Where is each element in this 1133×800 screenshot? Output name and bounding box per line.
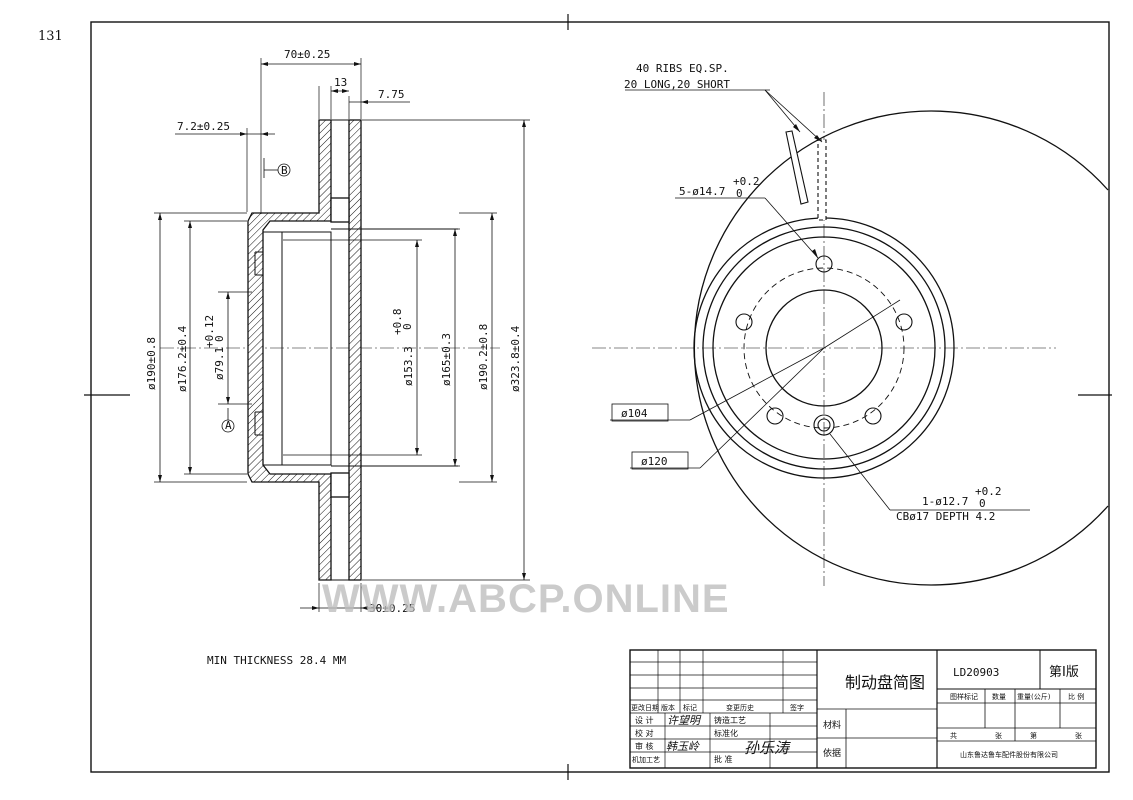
tb-hist-date: 更改日期 [631,703,659,712]
dim-thickness: 30±0.25 [369,602,415,615]
tb-edition: 第Ⅰ版 [1049,665,1079,680]
label-pin-hole: 1-ø12.7 [922,495,968,508]
tb-mid-approve: 批 准 [714,754,733,764]
bolt-holes [735,255,913,436]
tb-mid-casting: 铸造工艺 [714,715,746,725]
tb-hist-version: 版本 [661,703,675,712]
title-block [629,649,1097,769]
tb-hdr-qty: 数量 [992,692,1006,701]
tb-hist-mark: 标记 [683,703,697,712]
sheet-number: 131 [38,29,63,44]
tb-drawing-title: 制动盘简图 [845,673,925,692]
tb-material-label: 材料 [823,719,841,731]
cooling-ribs [785,130,827,221]
datum-b-label: B [281,164,288,177]
dim-d153-tol-lower: 0 [401,323,414,330]
watermark: WWW.ABCP.ONLINE [322,577,730,621]
label-counterbore: CBø17 DEPTH 4.2 [896,510,995,523]
dim-d153-tol-upper: +0.8 [391,309,404,336]
tb-mid-standard: 标准化 [714,728,738,738]
section-view: B A 70±0.25 13 7.75 7.2±0.25 30±0.25 ø19… [145,48,530,615]
tb-sig-approver: 孙乐涛 [744,739,791,757]
rotor-section-hatch [247,119,362,581]
datum-a-flag [221,408,235,433]
dim-d153: ø153.3 [402,346,415,386]
tb-sheet-no: 第 [1030,731,1037,740]
tb-hist-history: 变更历史 [726,703,754,712]
tb-row-design: 设 计 [635,715,654,725]
label-ribs-line1: 40 RIBS EQ.SP. [636,62,729,75]
datum-b-flag [263,158,291,178]
tb-row-check: 校 对 [635,728,654,738]
dim-overall-width: 70±0.25 [284,48,330,61]
front-view [592,89,1109,586]
tb-hdr-mark: 图样标记 [950,692,978,701]
datum-a-label: A [225,419,232,432]
dim-rib-gap: 7.75 [378,88,405,101]
dim-flange-offset: 7.2±0.25 [177,120,230,133]
tb-company: 山东鲁达鲁车配件股份有限公司 [960,750,1058,759]
label-bolt-tol-upper: +0.2 [733,175,760,188]
tb-hdr-weight: 重量(公斤) [1017,692,1051,701]
label-pin-tol-lower: 0 [979,497,986,510]
dim-d190: ø190±0.8 [145,337,158,390]
tb-sheets-1: 张 [995,731,1002,740]
dim-d79-tol-lower: 0 [213,335,226,342]
tb-row-machining: 机加工艺 [632,755,660,764]
dim-d176: ø176.2±0.4 [176,325,189,392]
drawing-border [84,14,1112,780]
tb-sheets-2: 张 [1075,731,1082,740]
dim-d323: ø323.8±0.4 [509,325,522,392]
dim-d79: ø79.1 [213,347,226,380]
label-ribs-line2: 20 LONG,20 SHORT [624,78,730,91]
dim-d165: ø165±0.3 [440,333,453,386]
tb-basis-label: 依据 [823,747,841,759]
dim-d190b: ø190.2±0.8 [477,324,490,390]
label-d104: ø104 [621,407,648,420]
label-bolt-tol-lower: 0 [736,187,743,200]
min-thickness-note: MIN THICKNESS 28.4 MM [207,654,346,667]
tb-row-review: 审 核 [635,741,654,751]
tb-sig-designer: 许望明 [667,714,702,727]
tb-hdr-scale: 比 例 [1068,692,1084,701]
dim-d79-tol-upper: +0.12 [203,315,216,348]
label-pcd: ø120 [641,455,668,468]
tb-sig-reviewer: 韩玉岭 [666,740,700,753]
label-pin-tol-upper: +0.2 [975,485,1002,498]
tb-total: 共 [950,731,957,740]
label-bolt-holes: 5-ø14.7 [679,185,725,198]
dim-hat-wall: 13 [334,76,347,89]
tb-drawing-number: LD20903 [953,666,999,679]
tb-hist-sign: 签字 [790,703,804,712]
